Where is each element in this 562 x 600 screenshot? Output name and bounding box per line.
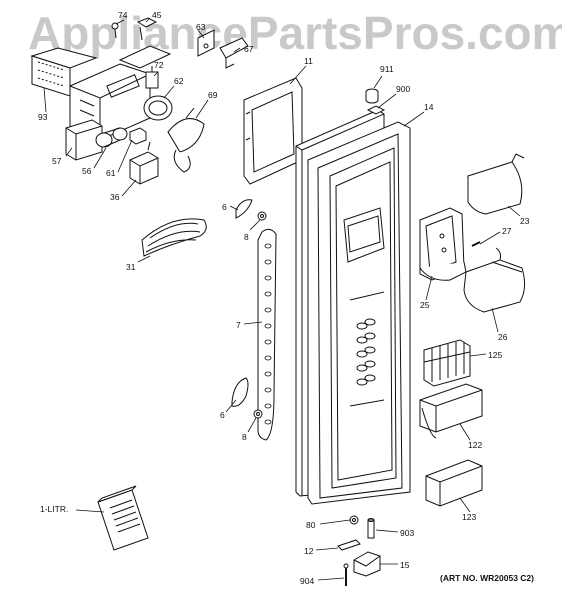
- callout-8-bottom: 8: [242, 432, 247, 442]
- callout-8-top: 8: [244, 232, 249, 242]
- part-80-nut: [349, 515, 359, 525]
- callout-7: 7: [236, 320, 241, 330]
- part-14-door-liner: [307, 121, 411, 505]
- callout-911: 911: [380, 64, 394, 74]
- dispenser-vents: [356, 318, 376, 386]
- part-72-switch: [145, 66, 159, 89]
- part-125-shelf-rack: [423, 339, 471, 387]
- part-8-screw-top: [257, 211, 267, 221]
- part-8-screw-bottom: [253, 409, 263, 419]
- callout-900: 900: [396, 84, 410, 94]
- part-93-cover-plate: [30, 47, 98, 97]
- part-62-ring: [143, 95, 173, 121]
- callout-904: 904: [300, 576, 314, 586]
- art-number: (ART NO. WR20053 C2): [440, 573, 534, 583]
- part-57-motor: [65, 119, 103, 161]
- part-11-frame: [243, 77, 303, 185]
- callout-15: 15: [400, 560, 410, 570]
- leader-lines: [43, 17, 521, 581]
- callout-67: 67: [244, 44, 254, 54]
- callout-74: 74: [118, 10, 128, 20]
- callout-26: 26: [498, 332, 508, 342]
- part-67-bracket: [219, 37, 249, 69]
- callout-57: 57: [52, 156, 62, 166]
- part-12-bracket: [337, 539, 361, 551]
- callout-6-top: 6: [222, 202, 227, 212]
- callout-12: 12: [304, 546, 314, 556]
- part-7-handle: [257, 228, 277, 441]
- part-6-handle-mount-top: [235, 199, 253, 219]
- callout-1-litr: 1-LITR.: [40, 504, 68, 514]
- callout-14: 14: [424, 102, 434, 112]
- callout-25: 25: [420, 300, 430, 310]
- callout-11: 11: [304, 56, 313, 66]
- callout-123: 123: [462, 512, 476, 522]
- callout-69: 69: [208, 90, 218, 100]
- part-69-paddle: [167, 107, 205, 173]
- part-45-clip: [136, 17, 158, 41]
- part-56-gear: [95, 127, 128, 148]
- callout-122: 122: [468, 440, 482, 450]
- part-904-screw: [343, 563, 349, 586]
- callout-27: 27: [502, 226, 512, 236]
- callout-45: 45: [152, 10, 162, 20]
- callout-72: 72: [154, 60, 164, 70]
- part-27-screw: [471, 241, 481, 247]
- part-6-handle-mount-bottom: [231, 377, 249, 407]
- callout-62: 62: [174, 76, 184, 86]
- part-36-solenoid: [129, 141, 159, 185]
- callout-80: 80: [306, 520, 316, 530]
- callout-63: 63: [196, 22, 206, 32]
- part-23-cover: [467, 153, 525, 215]
- callout-6-bottom: 6: [220, 410, 225, 420]
- callout-labels: 74 45 63 67 93 72 62 69 57 56 61 36 11 9…: [38, 10, 530, 586]
- part-900-fitting: [366, 105, 386, 115]
- callout-93: 93: [38, 112, 48, 122]
- part-123-bin: [425, 459, 483, 507]
- callout-36: 36: [110, 192, 120, 202]
- part-26-bin: [463, 247, 526, 313]
- part-911-cap: [365, 88, 379, 104]
- part-61-coupler: [129, 127, 147, 145]
- part-25-guide: [419, 207, 467, 281]
- part-15-valve: [353, 551, 381, 577]
- part-31-grille: [141, 218, 207, 257]
- callout-125: 125: [488, 350, 502, 360]
- part-903-tube: [367, 518, 375, 539]
- part-63-bracket: [197, 29, 215, 57]
- callout-903: 903: [400, 528, 414, 538]
- callout-23: 23: [520, 216, 530, 226]
- callout-56: 56: [82, 166, 92, 176]
- part-74-screw: [111, 22, 119, 39]
- watermark: AppliancePartsPros.com: [28, 7, 562, 59]
- part-122-bin: [419, 383, 483, 439]
- part-1-litr-booklet: [97, 485, 149, 551]
- callout-61: 61: [106, 168, 116, 178]
- callout-31: 31: [126, 262, 136, 272]
